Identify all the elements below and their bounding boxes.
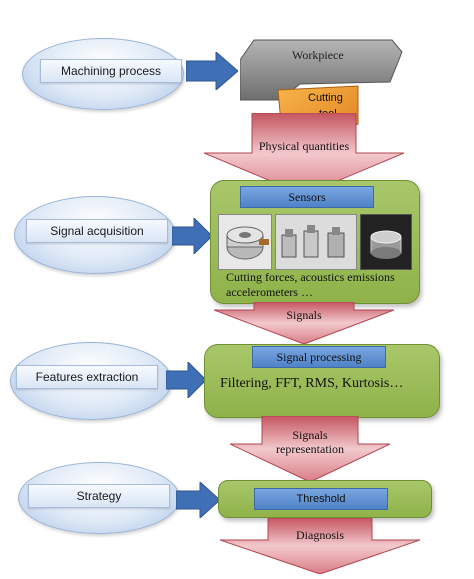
physical-quantities-label: Physical quantities [258,139,350,153]
signal-processing-title: Signal processing [252,346,386,368]
sensors-title: Sensors [240,186,374,208]
arrow-down-diagnosis [220,518,420,574]
signals-label: Signals [286,308,322,322]
stage-features-label: Features extraction [16,365,158,389]
sensor-image-3 [360,214,412,270]
sensor-image-1 [218,214,272,270]
sensors-line-2: accelerometers … [226,285,313,299]
cutting-tool-label-1: Cutting [308,92,343,104]
stage-acquisition-label: Signal acquisition [26,219,168,243]
arrow-right-1 [186,52,238,90]
workpiece-label: Workpiece [292,48,344,62]
arrow-down-signals [214,302,394,344]
arrow-right-4 [176,482,220,518]
threshold-title: Threshold [254,488,388,510]
arrow-down-physical [204,113,404,195]
workpiece-shape [240,39,403,101]
arrow-right-2 [172,218,212,254]
signals-representation-label-1: Signals [292,428,328,442]
arrow-right-3 [166,362,206,398]
stage-machining-label: Machining process [40,59,182,83]
sensors-line-1: Cutting forces, acoustics emissions [226,270,395,284]
arrow-down-representation [230,416,390,482]
stage-strategy-label: Strategy [28,484,170,508]
signals-representation-label-2: representation [276,442,344,456]
diagnosis-label: Diagnosis [296,528,344,542]
signal-processing-text: Filtering, FFT, RMS, Kurtosis… [220,376,404,391]
sensor-image-2 [275,214,357,270]
